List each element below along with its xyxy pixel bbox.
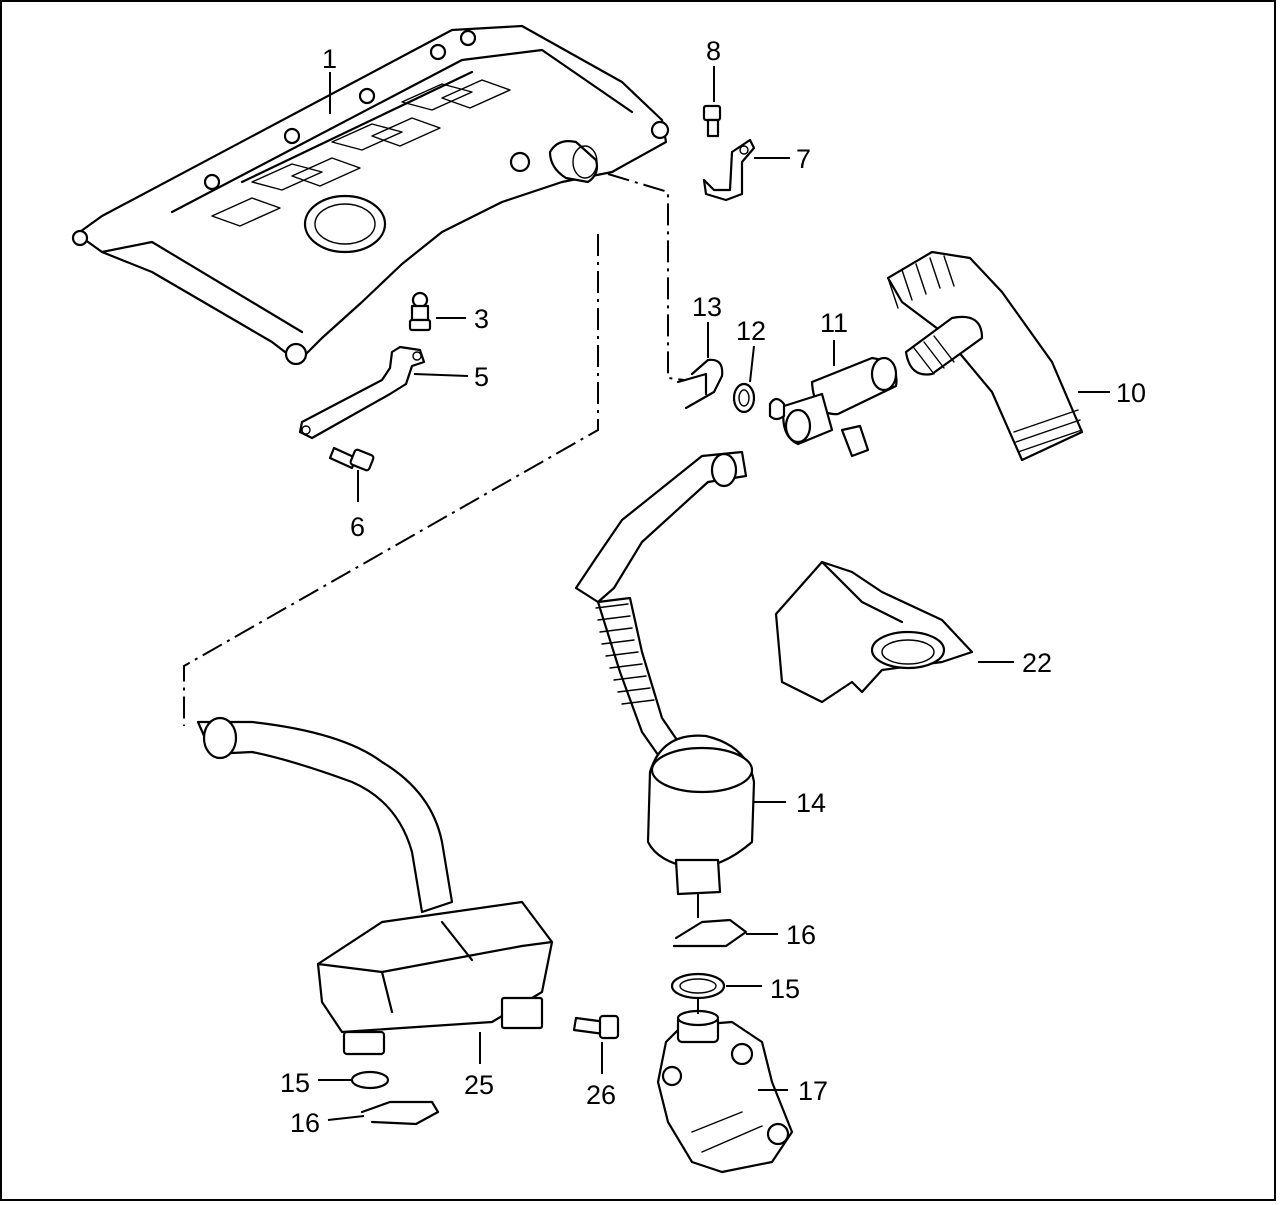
part-10-intake-pipe <box>886 250 1084 462</box>
callout-part-14: 14 <box>796 788 826 818</box>
leader-lines <box>318 66 1110 1121</box>
callout-part-12: 12 <box>736 316 766 346</box>
callout-part-22: 22 <box>1022 648 1052 678</box>
part-12-o-ring <box>732 382 756 414</box>
part-11-valve <box>768 356 898 458</box>
part-26-bolt <box>572 1014 620 1040</box>
valve-cover <box>71 24 670 366</box>
callout-part-26: 26 <box>586 1080 616 1110</box>
part-16-left-clip <box>360 1100 440 1126</box>
part-22-cover <box>774 560 974 704</box>
callout-part-16-left: 16 <box>290 1108 320 1138</box>
callout-part-15-left: 15 <box>280 1068 310 1098</box>
part-13-clip <box>676 358 724 410</box>
callout-part-16-right: 16 <box>786 920 816 950</box>
part-5-bracket <box>298 345 426 440</box>
part-14-hose-separator <box>574 450 756 896</box>
callout-part-11: 11 <box>820 308 848 338</box>
part-25-hose-reservoir <box>196 716 554 1056</box>
part-16-right-clip <box>672 918 748 948</box>
callout-part-3: 3 <box>474 304 489 334</box>
callout-part-15-right: 15 <box>770 974 800 1004</box>
callout-part-13: 13 <box>692 292 722 322</box>
routing-line-upper <box>607 173 685 381</box>
part-17-fitting <box>656 1009 794 1174</box>
callout-part-5: 5 <box>474 362 489 392</box>
callout-labels: 1 3 5 6 7 8 10 11 12 13 14 15 16 17 22 2… <box>280 36 1146 1138</box>
part-15-left-o-ring <box>350 1070 390 1090</box>
part-3-bolt <box>408 291 432 332</box>
callout-part-7: 7 <box>796 144 811 174</box>
callout-part-8: 8 <box>706 36 721 66</box>
callout-part-1: 1 <box>322 44 337 74</box>
callout-part-17: 17 <box>798 1076 828 1106</box>
part-6-bolt <box>328 446 375 472</box>
callout-part-6: 6 <box>350 512 365 542</box>
part-8-bolt <box>702 104 722 138</box>
callout-part-10: 10 <box>1116 378 1146 408</box>
callout-part-25: 25 <box>464 1070 494 1100</box>
part-15-right-o-ring <box>670 972 726 1000</box>
part-7-clip <box>702 138 756 202</box>
